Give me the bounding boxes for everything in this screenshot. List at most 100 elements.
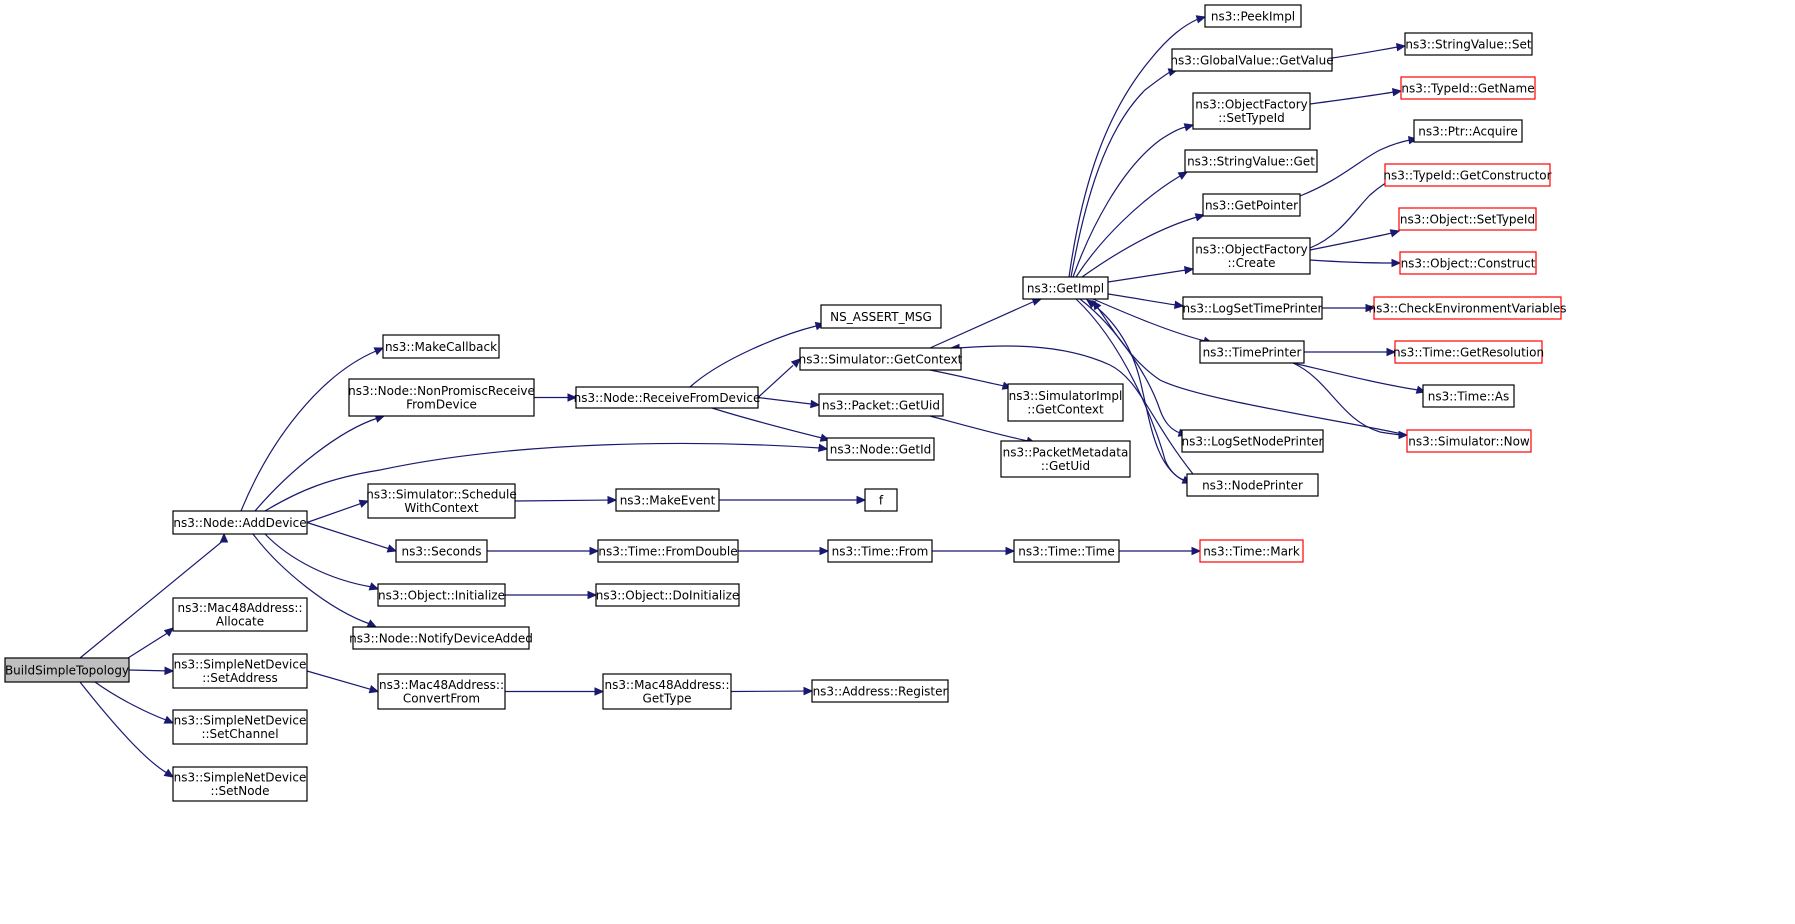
node-box[interactable]: [395, 539, 488, 563]
node-box[interactable]: [348, 378, 535, 417]
node-box[interactable]: [1204, 4, 1302, 28]
node-box[interactable]: [1000, 440, 1131, 478]
node-box[interactable]: [1192, 237, 1311, 275]
node-box[interactable]: [172, 510, 308, 535]
node-timeGetResolution[interactable]: ns3::Time::GetResolution: [1393, 340, 1544, 364]
node-seconds[interactable]: ns3::Seconds: [395, 539, 488, 563]
node-getImpl[interactable]: ns3::GetImpl: [1022, 276, 1109, 300]
node-logSetTimePrinter[interactable]: ns3::LogSetTimePrinter: [1182, 296, 1323, 320]
node-addDevice[interactable]: ns3::Node::AddDevice: [172, 510, 308, 535]
node-box[interactable]: [377, 673, 506, 710]
node-box[interactable]: [382, 334, 500, 359]
node-addrRegister[interactable]: ns3::Address::Register: [811, 679, 949, 703]
node-timeFrom[interactable]: ns3::Time::From: [827, 539, 933, 563]
node-objConstruct[interactable]: ns3::Object::Construct: [1399, 251, 1537, 275]
node-box[interactable]: [1171, 48, 1333, 72]
node-box[interactable]: [1181, 429, 1324, 453]
node-box[interactable]: [367, 483, 516, 519]
node-box[interactable]: [1182, 296, 1323, 320]
node-box[interactable]: [1007, 383, 1124, 422]
node-ofSetTypeId[interactable]: ns3::ObjectFactory::SetTypeId: [1192, 92, 1311, 130]
node-box[interactable]: [595, 583, 740, 607]
node-box[interactable]: [172, 653, 308, 689]
node-box[interactable]: [818, 393, 944, 417]
node-f[interactable]: f: [864, 488, 898, 512]
node-getPointer[interactable]: ns3::GetPointer: [1202, 193, 1301, 217]
node-box[interactable]: [820, 304, 942, 329]
node-makeEvent[interactable]: ns3::MakeEvent: [615, 488, 720, 512]
node-box[interactable]: [811, 679, 949, 703]
node-macAllocate[interactable]: ns3::Mac48Address::Allocate: [172, 597, 308, 632]
node-box[interactable]: [4, 657, 130, 683]
node-box[interactable]: [602, 673, 732, 710]
node-box[interactable]: [1192, 92, 1311, 130]
node-ptrAcquire[interactable]: ns3::Ptr::Acquire: [1413, 119, 1523, 143]
node-box[interactable]: [1202, 193, 1301, 217]
node-timeTime[interactable]: ns3::Time::Time: [1013, 539, 1120, 563]
node-macGetType[interactable]: ns3::Mac48Address::GetType: [602, 673, 732, 710]
node-doInitialize[interactable]: ns3::Object::DoInitialize: [595, 583, 740, 607]
node-box[interactable]: [597, 539, 739, 563]
node-box[interactable]: [1184, 149, 1318, 173]
node-box[interactable]: [172, 597, 308, 632]
node-box[interactable]: [1186, 473, 1319, 497]
node-box[interactable]: [1399, 251, 1537, 275]
node-box[interactable]: [826, 437, 935, 461]
node-notifyDeviceAdded[interactable]: ns3::Node::NotifyDeviceAdded: [349, 626, 533, 650]
node-box[interactable]: [827, 539, 933, 563]
node-box[interactable]: [1384, 163, 1551, 187]
node-makeCallback[interactable]: ns3::MakeCallback: [382, 334, 500, 359]
node-typeIdGetName[interactable]: ns3::TypeId::GetName: [1400, 76, 1536, 100]
node-svGet[interactable]: ns3::StringValue::Get: [1184, 149, 1318, 173]
node-box[interactable]: [1199, 340, 1305, 364]
node-box[interactable]: [1400, 76, 1536, 100]
node-nodePrinter[interactable]: ns3::NodePrinter: [1186, 473, 1319, 497]
node-svSet[interactable]: ns3::StringValue::Set: [1404, 32, 1533, 56]
node-simImplGetContext[interactable]: ns3::SimulatorImpl::GetContext: [1007, 383, 1124, 422]
node-logSetNodePrinter[interactable]: ns3::LogSetNodePrinter: [1181, 429, 1324, 453]
node-simGetContext[interactable]: ns3::Simulator::GetContext: [799, 347, 963, 371]
node-timeMark[interactable]: ns3::Time::Mark: [1199, 539, 1304, 563]
node-box[interactable]: [864, 488, 898, 512]
node-receiveFromDevice[interactable]: ns3::Node::ReceiveFromDevice: [574, 386, 761, 409]
node-gvGetValue[interactable]: ns3::GlobalValue::GetValue: [1170, 48, 1334, 72]
node-box[interactable]: [1413, 119, 1523, 143]
node-box[interactable]: [1013, 539, 1120, 563]
node-box[interactable]: [172, 766, 308, 802]
node-objInitialize[interactable]: ns3::Object::Initialize: [377, 583, 506, 607]
node-box[interactable]: [1022, 276, 1109, 300]
node-setNode[interactable]: ns3::SimpleNetDevice::SetNode: [172, 766, 308, 802]
node-box[interactable]: [1394, 340, 1543, 364]
node-root[interactable]: BuildSimpleTopology: [4, 657, 130, 683]
node-box[interactable]: [1398, 207, 1537, 231]
node-timeFromDouble[interactable]: ns3::Time::FromDouble: [597, 539, 739, 563]
node-box[interactable]: [615, 488, 720, 512]
node-nodeGetId[interactable]: ns3::Node::GetId: [826, 437, 935, 461]
node-timePrinter[interactable]: ns3::TimePrinter: [1199, 340, 1305, 364]
node-ofCreate[interactable]: ns3::ObjectFactory::Create: [1192, 237, 1311, 275]
node-timeAs[interactable]: ns3::Time::As: [1422, 384, 1515, 408]
node-convertFrom[interactable]: ns3::Mac48Address::ConvertFrom: [377, 673, 506, 710]
node-box[interactable]: [1422, 384, 1515, 408]
node-box[interactable]: [1406, 429, 1532, 453]
node-pktMetaGetUid[interactable]: ns3::PacketMetadata::GetUid: [1000, 440, 1131, 478]
node-box[interactable]: [575, 386, 759, 409]
node-box[interactable]: [1404, 32, 1533, 56]
node-objSetTypeId[interactable]: ns3::Object::SetTypeId: [1398, 207, 1537, 231]
node-packetGetUid[interactable]: ns3::Packet::GetUid: [818, 393, 944, 417]
node-simNow[interactable]: ns3::Simulator::Now: [1406, 429, 1532, 453]
node-box[interactable]: [1199, 539, 1304, 563]
node-box[interactable]: [172, 709, 308, 745]
node-peekImpl[interactable]: ns3::PeekImpl: [1204, 4, 1302, 28]
node-setChannel[interactable]: ns3::SimpleNetDevice::SetChannel: [172, 709, 308, 745]
node-nsAssert[interactable]: NS_ASSERT_MSG: [820, 304, 942, 329]
node-box[interactable]: [799, 347, 962, 371]
node-box[interactable]: [377, 583, 506, 607]
node-checkEnvVars[interactable]: ns3::CheckEnvironmentVariables: [1369, 296, 1567, 320]
node-setAddress[interactable]: ns3::SimpleNetDevice::SetAddress: [172, 653, 308, 689]
node-box[interactable]: [1373, 296, 1562, 320]
node-box[interactable]: [352, 626, 530, 650]
node-typeIdGetConstructor[interactable]: ns3::TypeId::GetConstructor: [1383, 163, 1552, 187]
